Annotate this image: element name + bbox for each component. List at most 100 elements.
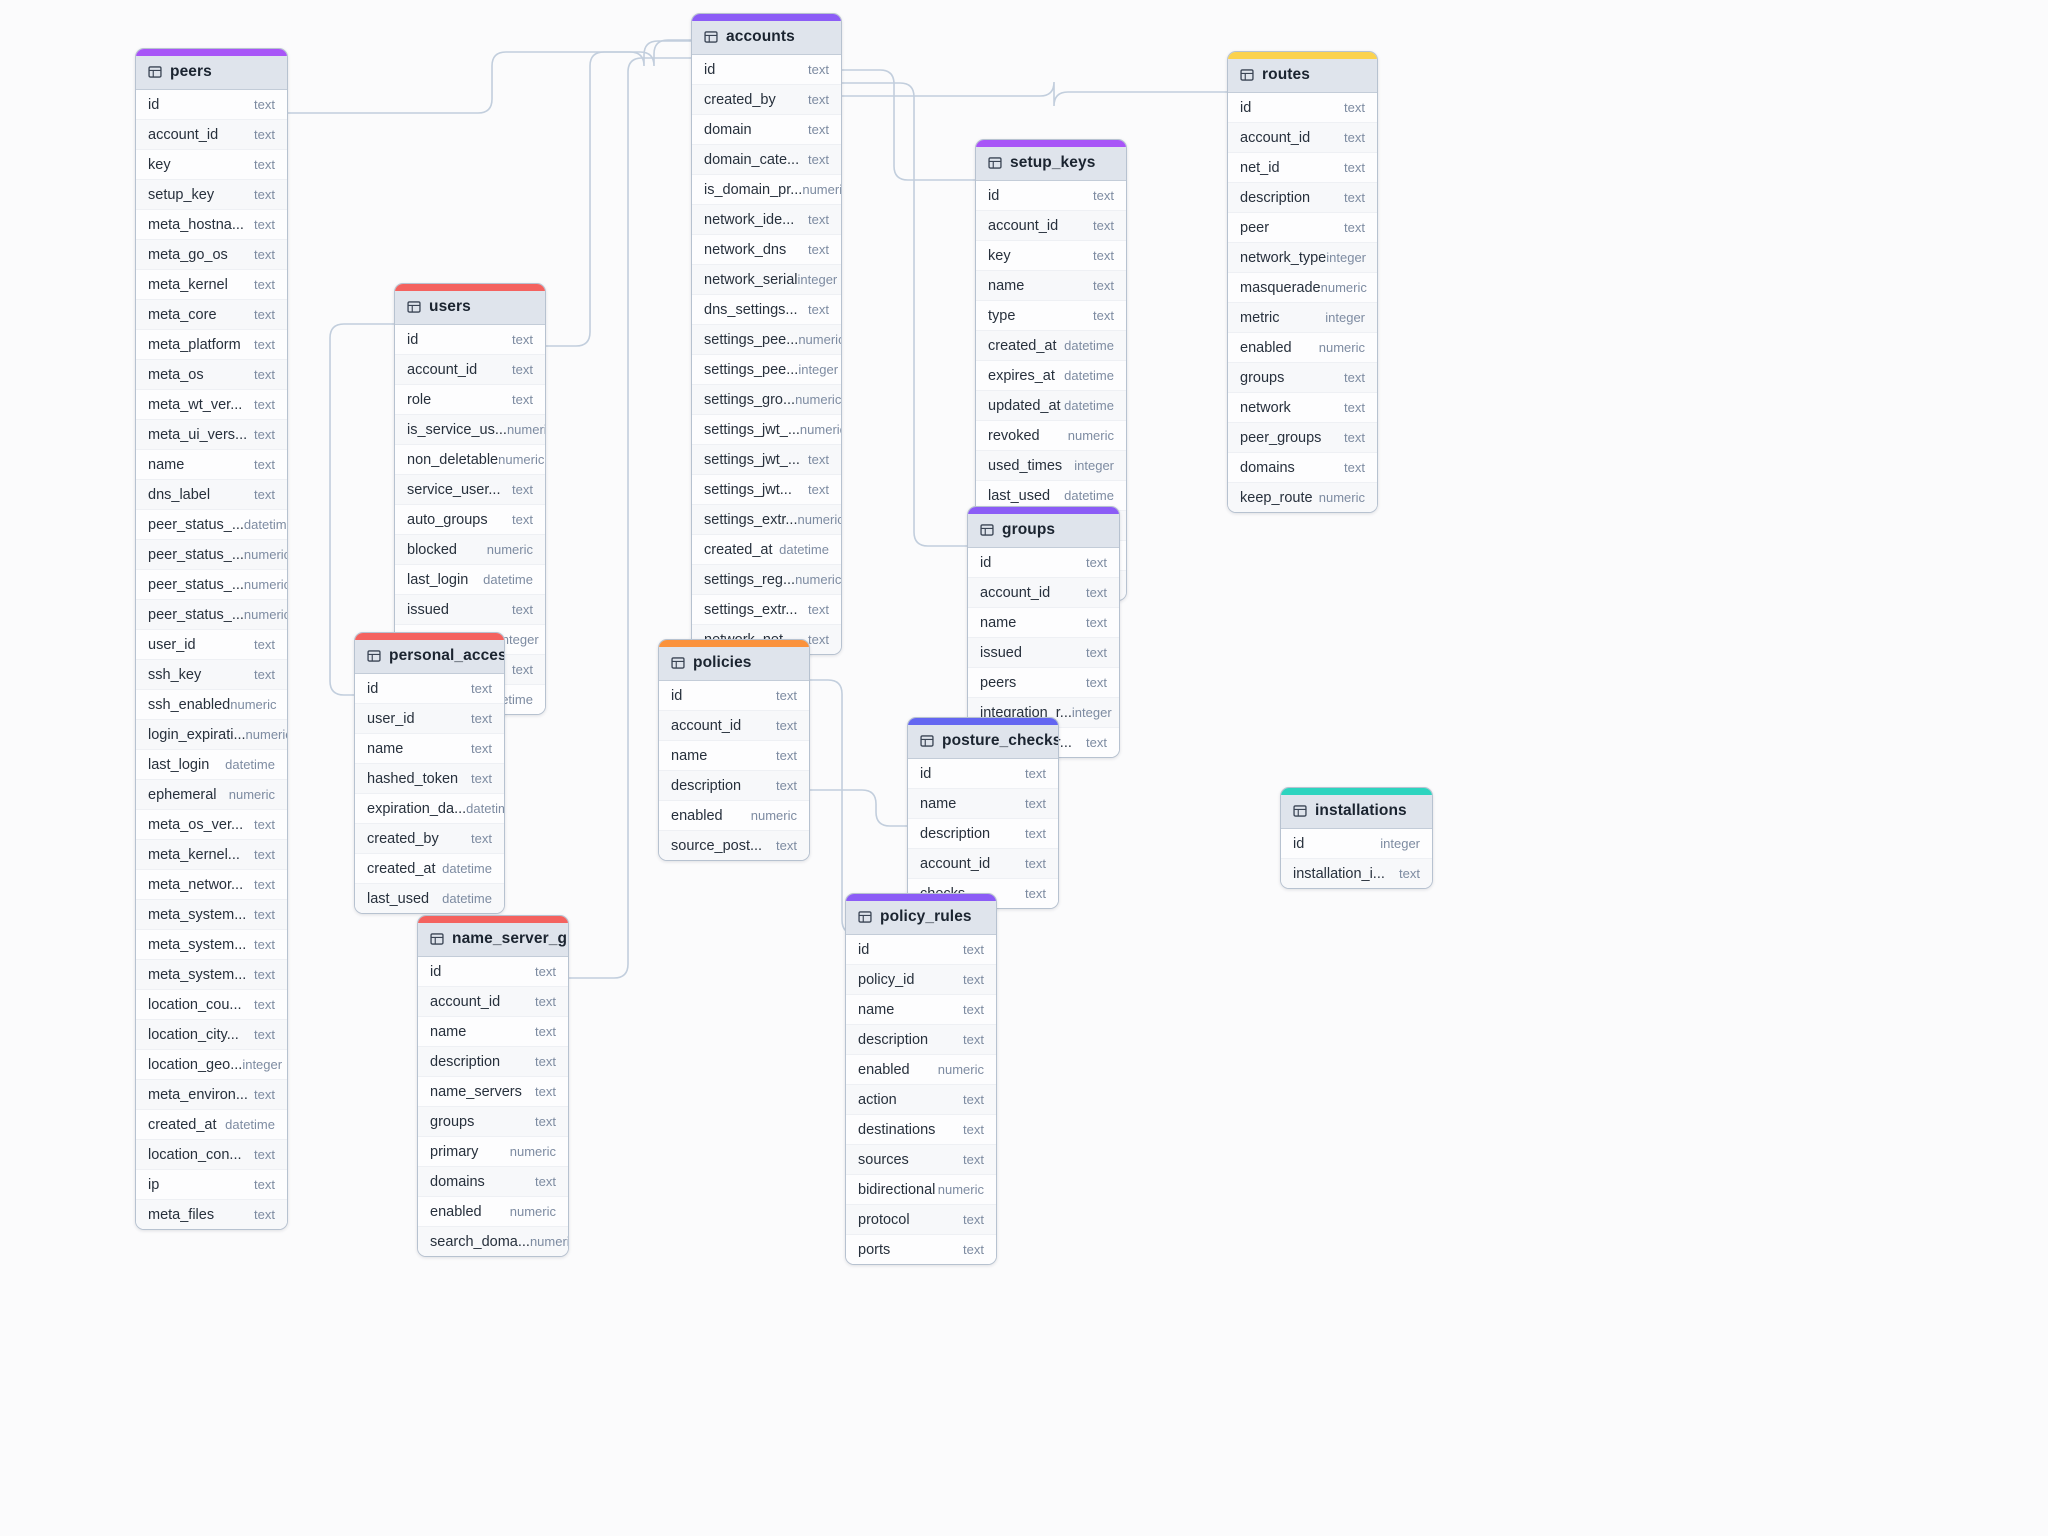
table-header[interactable]: policy_rules <box>846 901 996 935</box>
table-header[interactable]: peers <box>136 56 287 90</box>
column-row[interactable]: peer_status_...numeric <box>136 600 287 630</box>
column-row[interactable]: settings_extr...numeric <box>692 505 841 535</box>
table-personal_access_tokens[interactable]: personal_access_tokensidtextuser_idtextn… <box>354 632 505 914</box>
column-row[interactable]: meta_networ...text <box>136 870 287 900</box>
column-row[interactable]: settings_pee...numeric <box>692 325 841 355</box>
column-row[interactable]: meta_system...text <box>136 900 287 930</box>
column-row[interactable]: settings_gro...numeric <box>692 385 841 415</box>
column-row[interactable]: settings_jwt...text <box>692 475 841 505</box>
table-header[interactable]: groups <box>968 514 1119 548</box>
column-row[interactable]: meta_environ...text <box>136 1080 287 1110</box>
column-row[interactable]: settings_reg...numeric <box>692 565 841 595</box>
table-header[interactable]: name_server_groups <box>418 923 568 957</box>
column-row[interactable]: installation_i...text <box>1281 859 1432 888</box>
table-header[interactable]: policies <box>659 647 809 681</box>
column-row[interactable]: settings_jwt_...numeric <box>692 415 841 445</box>
column-row[interactable]: peer_status_...numeric <box>136 570 287 600</box>
column-row[interactable]: meta_system...text <box>136 930 287 960</box>
table-header[interactable]: personal_access_tokens <box>355 640 504 674</box>
column-row[interactable]: meta_ui_vers...text <box>136 420 287 450</box>
column-row[interactable]: location_city...text <box>136 1020 287 1050</box>
column-row[interactable]: settings_pee...integer <box>692 355 841 385</box>
table-header[interactable]: installations <box>1281 795 1432 829</box>
column-row[interactable]: is_domain_pr...numeric <box>692 175 841 205</box>
column-row[interactable]: service_user...text <box>395 475 545 505</box>
table-header[interactable]: users <box>395 291 545 325</box>
column-row[interactable]: dns_settings...text <box>692 295 841 325</box>
column-row[interactable]: peer_status_...numeric <box>136 540 287 570</box>
table-header[interactable]: posture_checks <box>908 725 1058 759</box>
